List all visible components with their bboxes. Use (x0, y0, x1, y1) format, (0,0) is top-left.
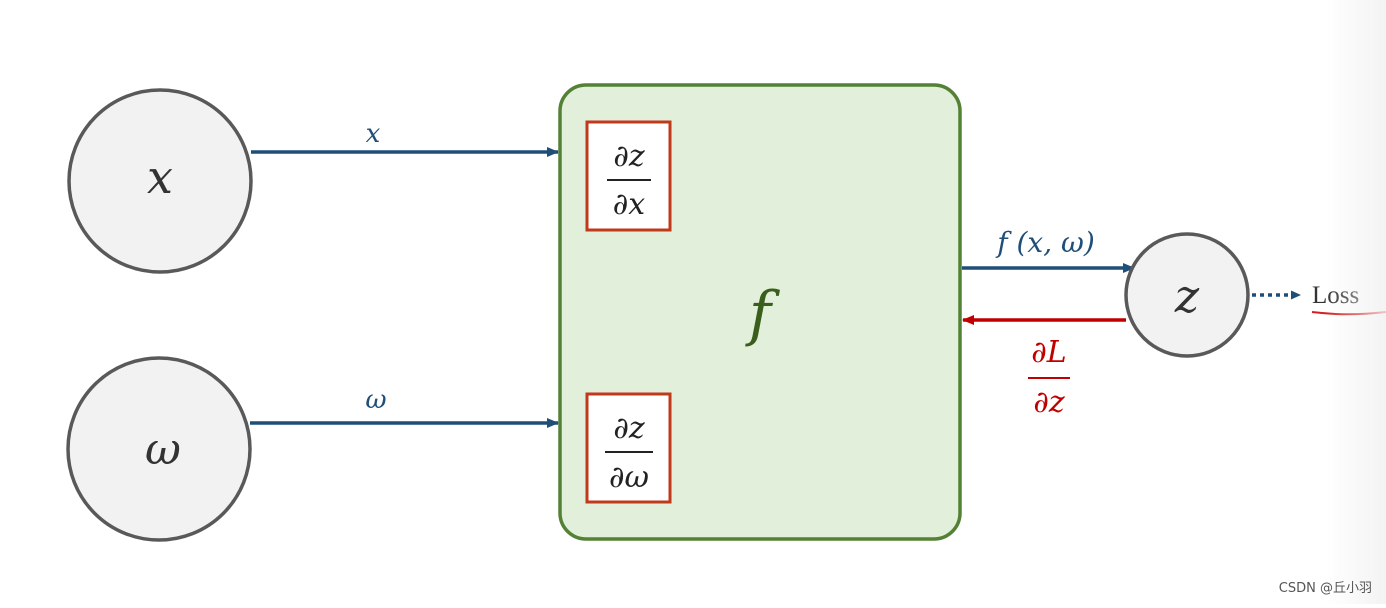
edge-fxw-label: f (x, ω) (995, 226, 1095, 259)
output-node-z-label: z (1174, 269, 1200, 323)
dz-domega-numerator: ∂z (613, 411, 645, 446)
input-node-omega-label: ω (145, 424, 181, 475)
dl-dz-numerator: ∂L (1031, 335, 1066, 370)
dz-dx-numerator: ∂z (613, 139, 645, 174)
edge-f-to-z: f (x, ω) (962, 226, 1135, 273)
output-node-z: z (1124, 232, 1250, 358)
gradient-box-dz-dx: ∂z ∂x (585, 120, 672, 232)
edge-x-label: x (366, 119, 381, 149)
dz-domega-denominator: ∂ω (609, 460, 649, 495)
dl-dz-denominator: ∂z (1033, 385, 1065, 420)
edge-x-to-f: x (251, 119, 559, 157)
dz-dx-denominator: ∂x (613, 187, 646, 222)
watermark: CSDN @丘小羽 (1278, 581, 1372, 596)
edge-omega-label: ω (365, 385, 386, 415)
screen-edge-shade (1326, 0, 1386, 604)
input-node-omega: ω (66, 356, 252, 542)
input-node-x: x (67, 88, 253, 274)
input-node-x-label: x (147, 150, 173, 204)
gradient-box-dz-domega: ∂z ∂ω (585, 392, 672, 504)
edge-omega-to-f: ω (250, 385, 559, 428)
edge-z-to-f-gradient: ∂L ∂z (962, 315, 1126, 420)
